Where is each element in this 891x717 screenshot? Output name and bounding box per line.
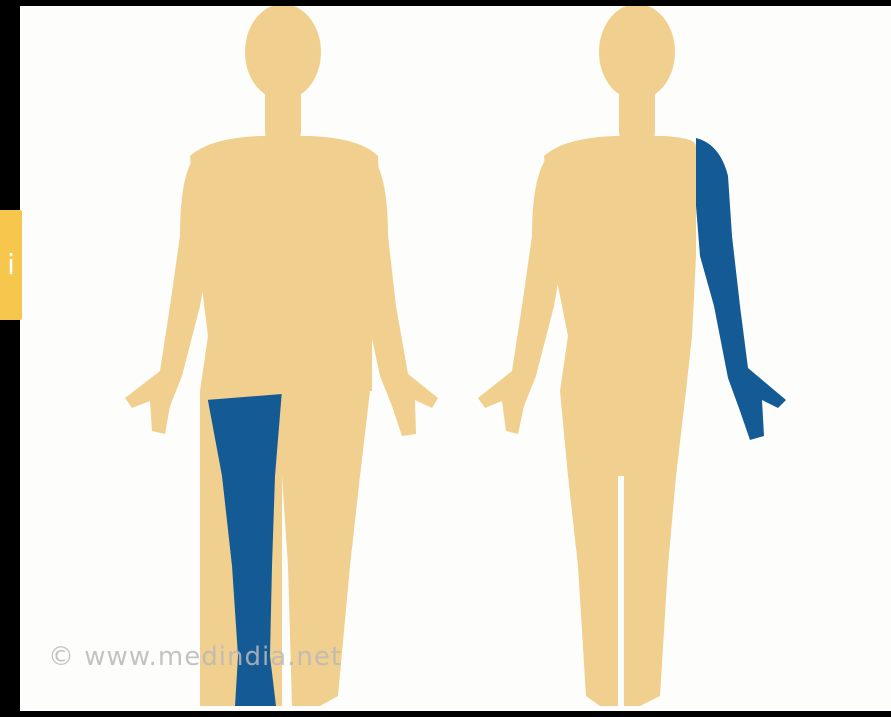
info-icon: i — [7, 251, 15, 279]
watermark-text: © www.medindia.net — [48, 642, 342, 672]
right-figure-legs — [560, 391, 686, 706]
left-body-figure — [125, 6, 438, 706]
illustration-canvas — [20, 6, 891, 711]
right-figure-torso — [544, 136, 696, 391]
right-figure-left-arm-highlight — [696, 138, 786, 440]
left-figure-head — [245, 6, 321, 100]
left-figure-neck — [265, 86, 301, 142]
right-figure-right-arm — [478, 156, 566, 434]
body-figures-illustration — [20, 6, 891, 711]
left-figure-right-arm — [125, 156, 212, 434]
right-body-figure — [478, 6, 786, 706]
right-figure-neck — [619, 86, 655, 142]
right-figure-head — [599, 6, 675, 100]
info-tab[interactable]: i — [0, 210, 22, 320]
